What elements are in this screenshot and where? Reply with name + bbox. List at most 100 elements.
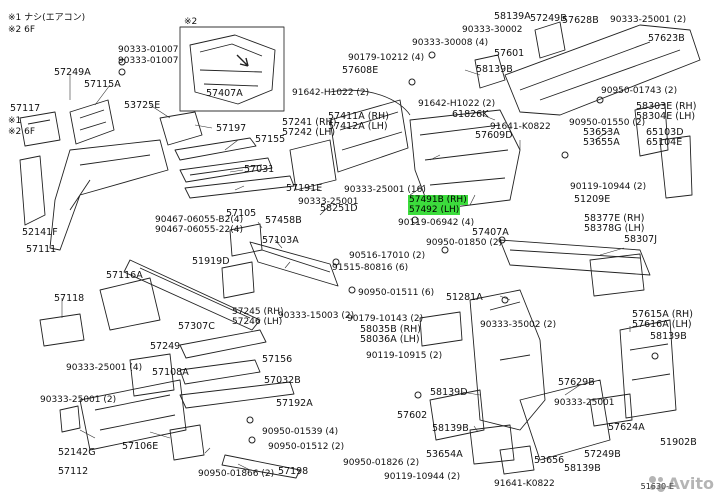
part-label[interactable]: 58139B xyxy=(564,463,601,474)
part-label[interactable]: 57407A xyxy=(472,227,509,238)
part-label[interactable]: 57412A (LH) xyxy=(328,121,388,132)
part-label[interactable]: 57608E xyxy=(342,65,379,76)
part-label[interactable]: 90516-17010 (2) xyxy=(349,251,426,261)
part-label[interactable]: 90467-06055-B2(4) xyxy=(155,215,244,225)
part-label[interactable]: 57615A (RH) xyxy=(632,309,693,320)
part-label[interactable]: 57245 (RH) xyxy=(232,307,284,317)
part-label[interactable]: 53725E xyxy=(124,100,161,111)
part-label[interactable]: 58251D xyxy=(320,203,358,214)
part-label[interactable]: 57246 (LH) xyxy=(232,317,283,327)
part-label[interactable]: 57241 (RH) xyxy=(282,117,337,128)
part-label[interactable]: 57031 xyxy=(244,164,275,175)
part-label[interactable]: 51919D xyxy=(192,256,230,267)
part-label[interactable]: 52141F xyxy=(22,227,58,238)
part-label[interactable]: 90333-25001 (2) xyxy=(610,15,687,25)
part-label[interactable]: 90950-01850 (2) xyxy=(426,238,503,248)
part-label-highlighted[interactable]: 57491B (RH) xyxy=(408,195,468,205)
part-label[interactable]: 90333-35002 (2) xyxy=(480,320,557,330)
part-label[interactable]: 57155 xyxy=(255,134,286,145)
part-label[interactable]: 65104E xyxy=(646,137,683,148)
part-label[interactable]: 57249 xyxy=(150,341,181,352)
part-label[interactable]: 57307C xyxy=(178,321,215,332)
part-label[interactable]: 57111 xyxy=(26,244,57,255)
part-label[interactable]: 57629B xyxy=(558,377,595,388)
part-label[interactable]: 57249A xyxy=(54,67,91,78)
part-label[interactable]: 57616A (LH) xyxy=(632,319,692,330)
part-label[interactable]: 57601 xyxy=(494,48,525,59)
part-label[interactable]: 58377E (RH) xyxy=(584,213,645,224)
part-label[interactable]: 90333-25001 xyxy=(298,197,359,207)
part-label[interactable]: 53655A xyxy=(583,137,620,148)
part-label[interactable]: 90333-01007 xyxy=(118,56,179,66)
part-label[interactable]: 58304E (LH) xyxy=(636,111,696,122)
part-label[interactable]: 57032B xyxy=(264,375,301,386)
part-label[interactable]: 57602 xyxy=(397,410,428,421)
part-label[interactable]: 57197 xyxy=(216,123,247,134)
part-label[interactable]: 58378G (LH) xyxy=(584,223,645,234)
part-label[interactable]: 57108A xyxy=(152,367,189,378)
part-label[interactable]: 57191E xyxy=(286,183,323,194)
part-label[interactable]: 57628B xyxy=(562,15,599,26)
part-label[interactable]: 90333-15003 (2) xyxy=(278,311,355,321)
part-label-highlighted[interactable]: 57492 (LH) xyxy=(408,205,461,215)
part-label[interactable]: 90333-25001 (2) xyxy=(40,395,117,405)
part-label[interactable]: 57624A xyxy=(608,422,645,433)
part-label[interactable]: 57407A xyxy=(206,88,243,99)
part-label[interactable]: 90119-10915 (2) xyxy=(366,351,443,361)
part-label[interactable]: 90950-01511 (6) xyxy=(358,288,435,298)
part-label[interactable]: 90333-30008 (4) xyxy=(412,38,489,48)
part-label[interactable]: 53653A xyxy=(583,127,620,138)
part-label[interactable]: 90333-25001 xyxy=(554,398,615,408)
part-label[interactable]: 90950-01743 (2) xyxy=(601,86,678,96)
part-label[interactable]: ※1 xyxy=(8,116,22,126)
part-label[interactable]: 90179-10212 (4) xyxy=(348,53,425,63)
part-label[interactable]: 58139B xyxy=(650,331,687,342)
part-label[interactable]: 57117 xyxy=(10,103,41,114)
part-label[interactable]: 53654A xyxy=(426,449,463,460)
part-label[interactable]: 90950-01866 (2) xyxy=(198,469,275,479)
part-label[interactable]: 58307J xyxy=(624,234,658,245)
part-label[interactable]: 90950-01550 (2) xyxy=(569,118,646,128)
part-label[interactable]: 91642-H1022 (2) xyxy=(292,88,370,98)
part-label[interactable]: 90333-25001 (4) xyxy=(66,363,143,373)
part-label[interactable]: 57116A xyxy=(106,270,143,281)
part-label[interactable]: 90179-10143 (2) xyxy=(347,314,424,324)
part-label[interactable]: 57106E xyxy=(122,441,159,452)
part-label[interactable]: 90119-10944 (2) xyxy=(384,472,461,482)
part-label[interactable]: 57103A xyxy=(262,235,299,246)
part-label[interactable]: 57458B xyxy=(265,215,302,226)
part-label[interactable]: 57118 xyxy=(54,293,85,304)
part-label[interactable]: 90119-10944 (2) xyxy=(570,182,647,192)
part-label[interactable]: 57105 xyxy=(226,208,257,219)
part-label[interactable]: 51902B xyxy=(660,437,697,448)
part-label[interactable]: 58303E (RH) xyxy=(636,101,697,112)
part-label[interactable]: 90950-01512 (2) xyxy=(268,442,345,452)
part-label[interactable]: 52142G xyxy=(58,447,96,458)
part-label[interactable]: 90333-25001 (16) xyxy=(344,185,426,195)
part-label[interactable]: 57609D xyxy=(475,130,513,141)
part-label[interactable]: 51209E xyxy=(574,194,611,205)
part-label[interactable]: 57112 xyxy=(58,466,89,477)
part-label[interactable]: 57623B xyxy=(648,33,685,44)
part-label[interactable]: 90333-30002 xyxy=(462,25,523,35)
part-label[interactable]: 90950-01826 (2) xyxy=(343,458,420,468)
part-label[interactable]: 57115A xyxy=(84,79,121,90)
part-label[interactable]: 58139D xyxy=(430,387,468,398)
part-label[interactable]: 65103D xyxy=(646,127,684,138)
part-label[interactable]: 58036A (LH) xyxy=(360,334,420,345)
part-label[interactable]: 53656 xyxy=(534,455,565,466)
part-label[interactable]: 91641-K0822 xyxy=(490,122,551,132)
part-label[interactable]: 51281A xyxy=(446,292,483,303)
part-label[interactable]: 90333-01007 xyxy=(118,45,179,55)
part-label[interactable]: 91515-80816 (6) xyxy=(332,263,409,273)
part-label[interactable]: 90467-06055-22(4) xyxy=(155,225,243,235)
part-label[interactable]: 91641-K0822 xyxy=(494,479,555,489)
part-label[interactable]: ※2 6F xyxy=(8,127,36,137)
part-label[interactable]: 58139B xyxy=(476,64,513,75)
part-label[interactable]: 57242 (LH) xyxy=(282,127,336,138)
part-label[interactable]: 90119-06942 (4) xyxy=(398,218,475,228)
part-label[interactable]: 57249B xyxy=(584,449,621,460)
part-label[interactable]: 61826K xyxy=(452,109,489,120)
part-label[interactable]: 90950-01539 (4) xyxy=(262,427,339,437)
part-label[interactable]: 58139B xyxy=(432,423,469,434)
